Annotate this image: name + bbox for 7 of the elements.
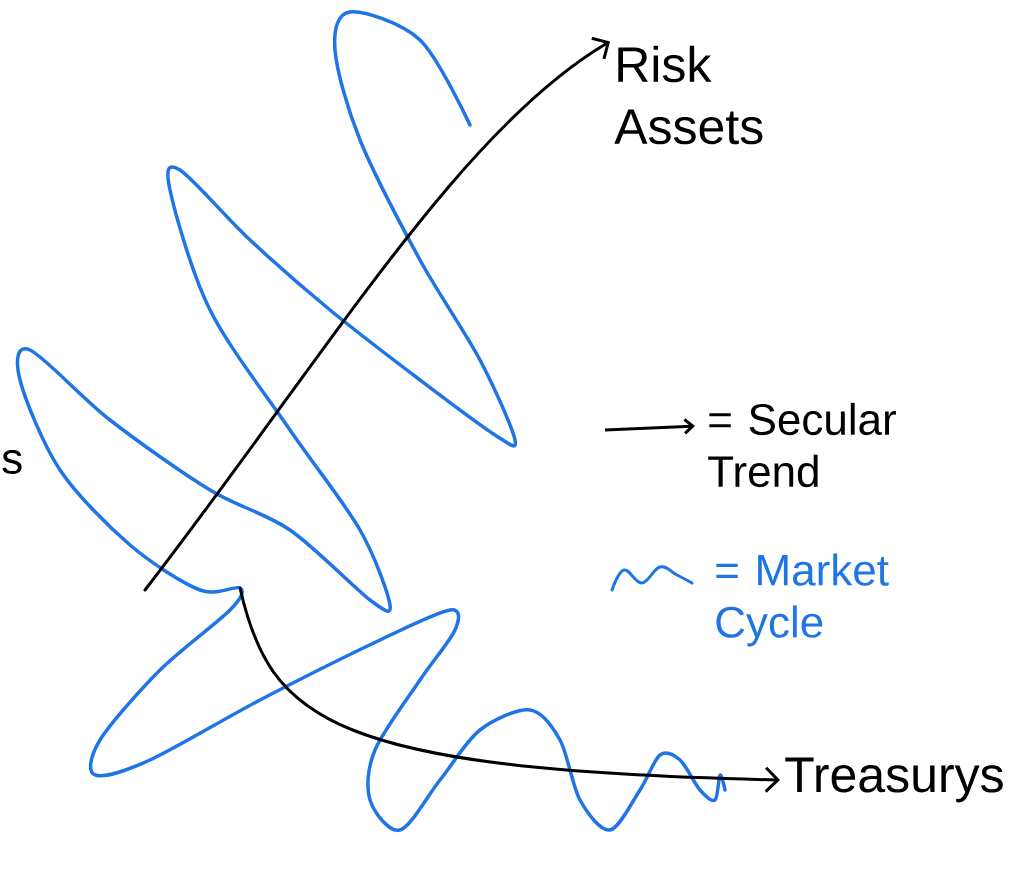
axis-label: Treasurys xyxy=(785,757,1003,803)
legend-text: = Secular Trend xyxy=(708,402,896,488)
arrow xyxy=(238,586,780,793)
arrow xyxy=(143,36,610,592)
axis-label: Risk Assets xyxy=(614,45,763,145)
cut-off-letter: s xyxy=(2,450,22,474)
legend-text: = Market Cycle xyxy=(716,553,889,647)
